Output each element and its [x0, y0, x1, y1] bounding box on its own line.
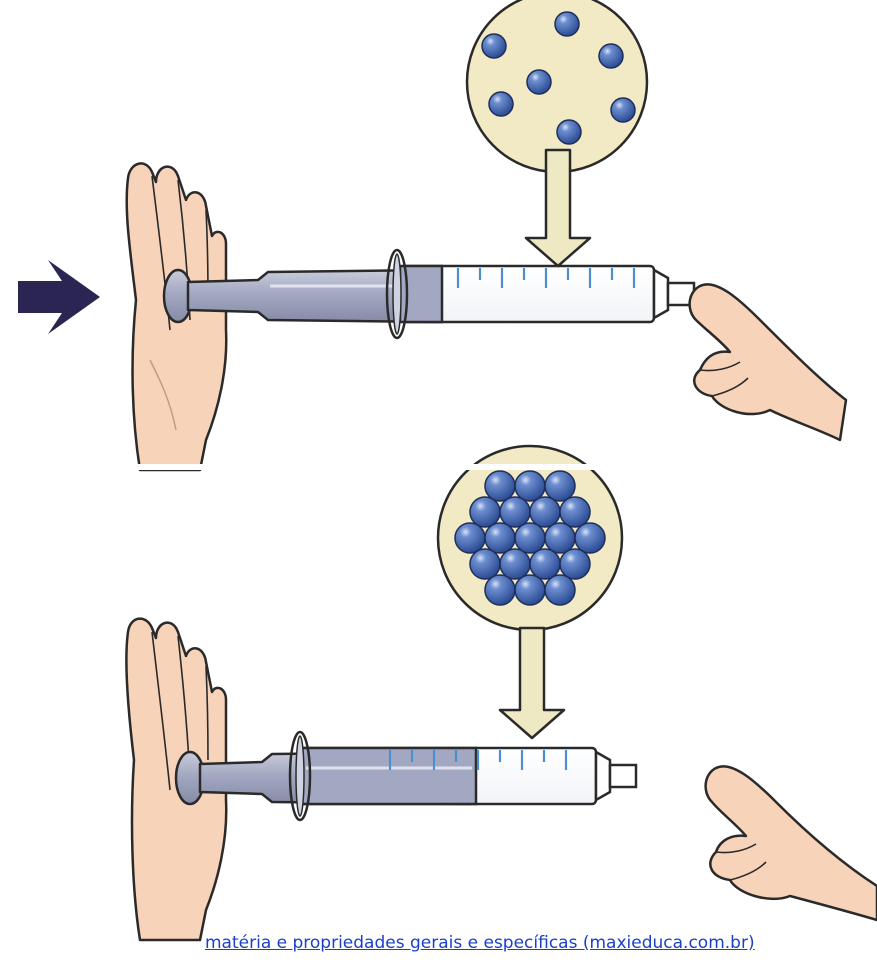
source-link[interactable]: matéria e propriedades gerais e específi…: [205, 933, 755, 953]
particle: [515, 575, 545, 605]
pointer-arrow-icon: [500, 628, 564, 738]
particle: [611, 98, 635, 122]
particle: [555, 12, 579, 36]
particle-magnifier-icon: [438, 446, 622, 630]
particle: [455, 523, 485, 553]
particle: [545, 471, 575, 501]
particle: [545, 575, 575, 605]
particle: [485, 471, 515, 501]
particle: [515, 523, 545, 553]
particle: [470, 549, 500, 579]
finger-icon: [690, 284, 846, 440]
panel-top: [18, 0, 846, 470]
particle: [470, 497, 500, 527]
particle: [485, 575, 515, 605]
finger-icon: [706, 766, 877, 920]
particle: [560, 549, 590, 579]
panel-divider: [0, 464, 877, 470]
particle: [575, 523, 605, 553]
particle-magnifier-icon: [467, 0, 647, 172]
syringe-icon: [176, 732, 636, 820]
particle: [515, 471, 545, 501]
particle: [489, 92, 513, 116]
particle: [599, 44, 623, 68]
particle: [482, 34, 506, 58]
push-arrow-icon: [18, 260, 100, 334]
particle: [500, 549, 530, 579]
particle: [560, 497, 590, 527]
particle: [530, 497, 560, 527]
particle: [545, 523, 575, 553]
syringe-icon: [164, 250, 694, 338]
particle: [530, 549, 560, 579]
particle: [557, 120, 581, 144]
particle: [527, 70, 551, 94]
particle: [485, 523, 515, 553]
panel-bottom: [126, 446, 877, 940]
particle: [500, 497, 530, 527]
